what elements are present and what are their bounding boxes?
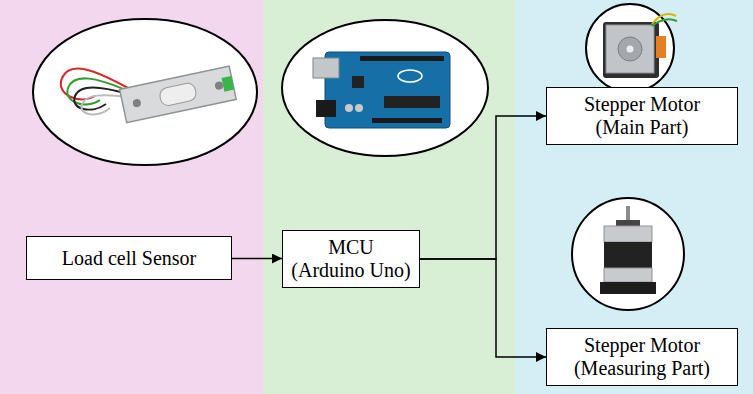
box-label: Stepper Motor (Main Part) xyxy=(583,93,702,139)
process-box: Stepper Motor (Measuring Part) xyxy=(546,328,738,386)
load-cell-picture xyxy=(33,19,257,165)
process-box: Stepper Motor (Main Part) xyxy=(546,87,738,145)
arrow-connector xyxy=(420,259,546,357)
process-box: Load cell Sensor xyxy=(26,236,232,280)
arrow-connector xyxy=(232,258,282,260)
process-box: MCU (Arduino Uno) xyxy=(282,230,420,288)
actuator-panel xyxy=(515,0,753,394)
box-label: Load cell Sensor xyxy=(61,247,198,270)
measuring-motor-picture xyxy=(572,198,684,310)
arduino-picture xyxy=(282,20,488,156)
sensor-panel xyxy=(0,0,263,394)
box-label: Stepper Motor (Measuring Part) xyxy=(573,334,712,380)
mcu-panel xyxy=(263,0,515,394)
main-motor-picture xyxy=(586,4,677,92)
box-label: MCU (Arduino Uno) xyxy=(290,236,412,282)
arrow-connector xyxy=(420,116,546,259)
